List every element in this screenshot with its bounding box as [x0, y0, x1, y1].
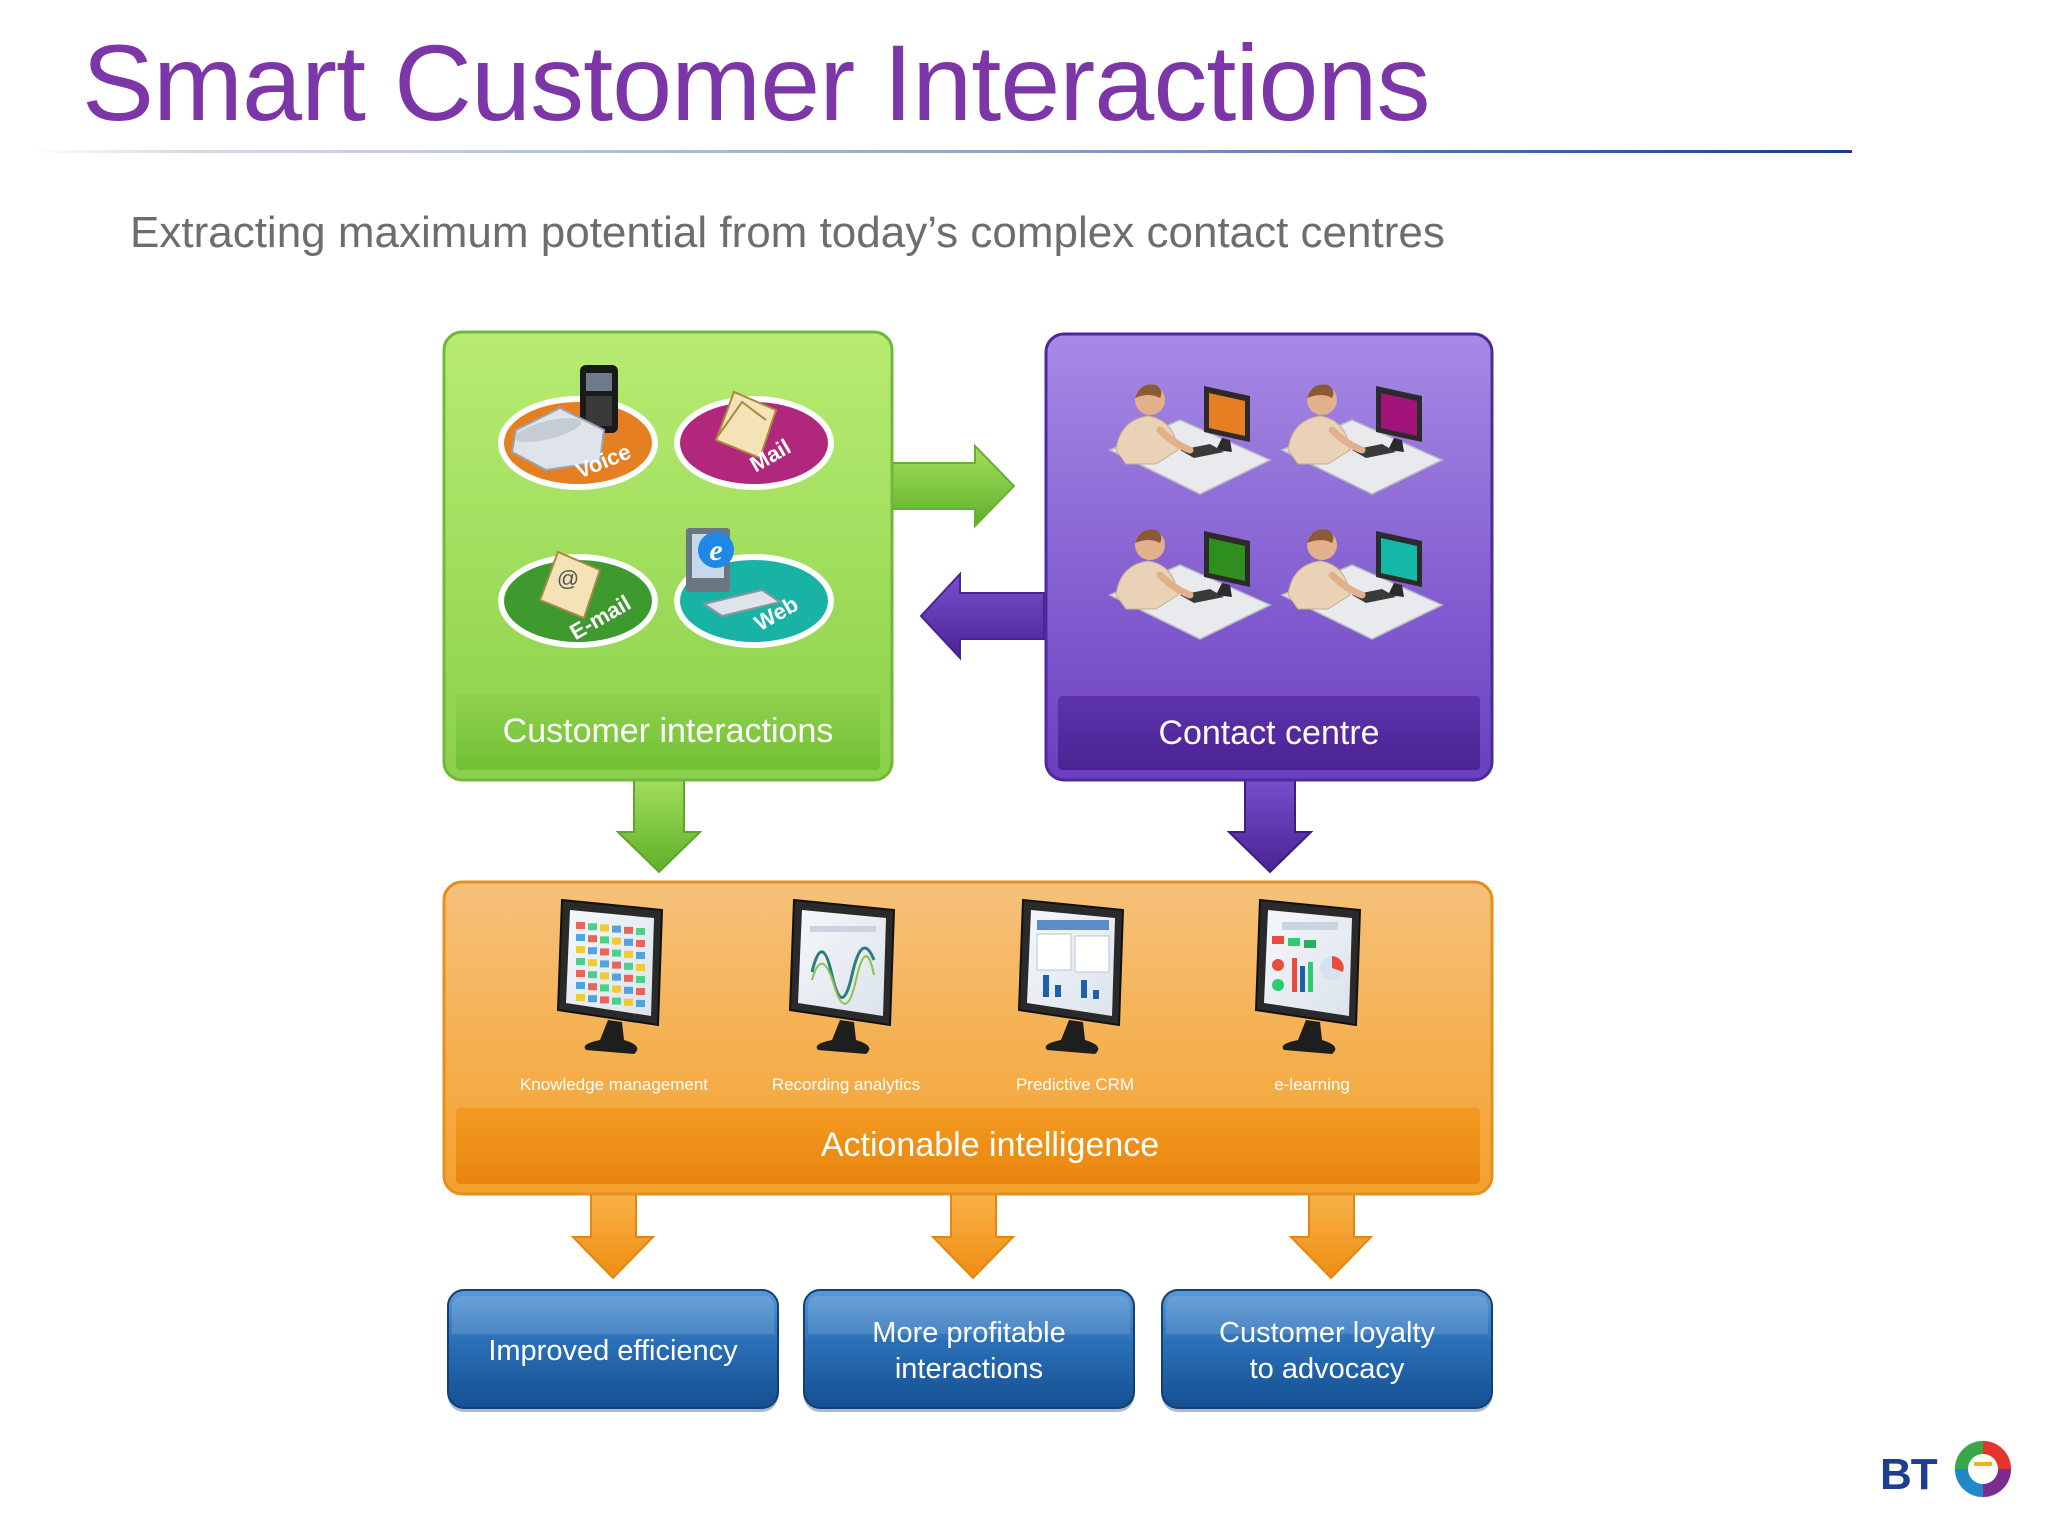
channel-email: @ E-mail [498, 550, 658, 648]
title-divider [30, 150, 1852, 153]
tool-label: Recording analytics [772, 1075, 920, 1094]
outcome-label: Customer loyalty [1219, 1317, 1435, 1349]
agent-workstations [1108, 384, 1444, 640]
outcome-boxes: Improved efficiency More profitable intera… [447, 1289, 1493, 1412]
customer-interactions-panel: Customer interactions Voice Mail [442, 330, 894, 782]
arrow-purple-down [1226, 775, 1314, 874]
tool-label: Predictive CRM [1016, 1075, 1134, 1094]
contact-centre-panel: Contact centre [1044, 332, 1494, 782]
agent-workstation [1108, 384, 1272, 495]
channel-web: e Web [674, 528, 834, 648]
outcome-label: Improved efficiency [488, 1335, 738, 1367]
agent-workstation [1280, 384, 1444, 495]
channel-mail: Mail [674, 390, 834, 490]
customer-interactions-label: Customer interactions [503, 712, 834, 750]
agent-workstation [1280, 529, 1444, 640]
arrow-to-contact-centre [887, 443, 1016, 529]
tool-label: e-learning [1274, 1075, 1350, 1094]
monitor-dashboard-icon [1254, 898, 1362, 1054]
outcome-box: More profitable interactions [803, 1289, 1135, 1412]
outcome-label: More profitable [872, 1317, 1065, 1349]
computer-browser-icon: e [686, 528, 783, 618]
outcome-label: interactions [895, 1353, 1043, 1385]
outcome-box: Customer loyalty to advocacy [1161, 1289, 1493, 1412]
monitor-crm-icon [1017, 898, 1125, 1054]
agent-workstation [1108, 529, 1272, 640]
email-envelope-icon: @ [538, 550, 602, 620]
contact-centre-label: Contact centre [1158, 714, 1379, 752]
arrow-to-customer-interactions [919, 571, 1045, 661]
monitor-wave-icon [788, 898, 896, 1054]
outcome-label: to advocacy [1250, 1353, 1405, 1385]
telephone-icon [510, 365, 618, 472]
slide-subtitle: Extracting maximum potential from today’… [130, 208, 1445, 257]
svg-text:e: e [709, 534, 722, 567]
bt-globe-icon [1954, 1440, 2012, 1498]
agent-screen [1381, 393, 1417, 436]
agent-screen [1381, 538, 1417, 581]
actionable-intelligence-panel: Actionable intelligence Knowledge manage… [442, 880, 1494, 1196]
intelligence-tools: Knowledge management Recording analytics P… [520, 898, 1362, 1094]
agent-screen [1209, 393, 1245, 436]
slide-title: Smart Customer Interactions [82, 22, 1430, 143]
agent-screen [1209, 538, 1245, 581]
tool-label: Knowledge management [520, 1075, 708, 1094]
arrow-orange-down-3 [1288, 1185, 1374, 1280]
envelope-icon [714, 390, 778, 460]
bt-logo-text: BT [1880, 1450, 1938, 1499]
bt-logo: BT [1880, 1432, 2020, 1512]
arrow-orange-down-2 [930, 1185, 1016, 1280]
outcome-box: Improved efficiency [447, 1289, 779, 1412]
arrow-orange-down-1 [570, 1185, 656, 1280]
svg-text:@: @ [557, 566, 579, 591]
monitor-grid-icon [556, 898, 664, 1054]
channel-voice: Voice [498, 365, 658, 490]
actionable-intelligence-label: Actionable intelligence [821, 1126, 1159, 1164]
arrow-green-down [615, 775, 703, 874]
